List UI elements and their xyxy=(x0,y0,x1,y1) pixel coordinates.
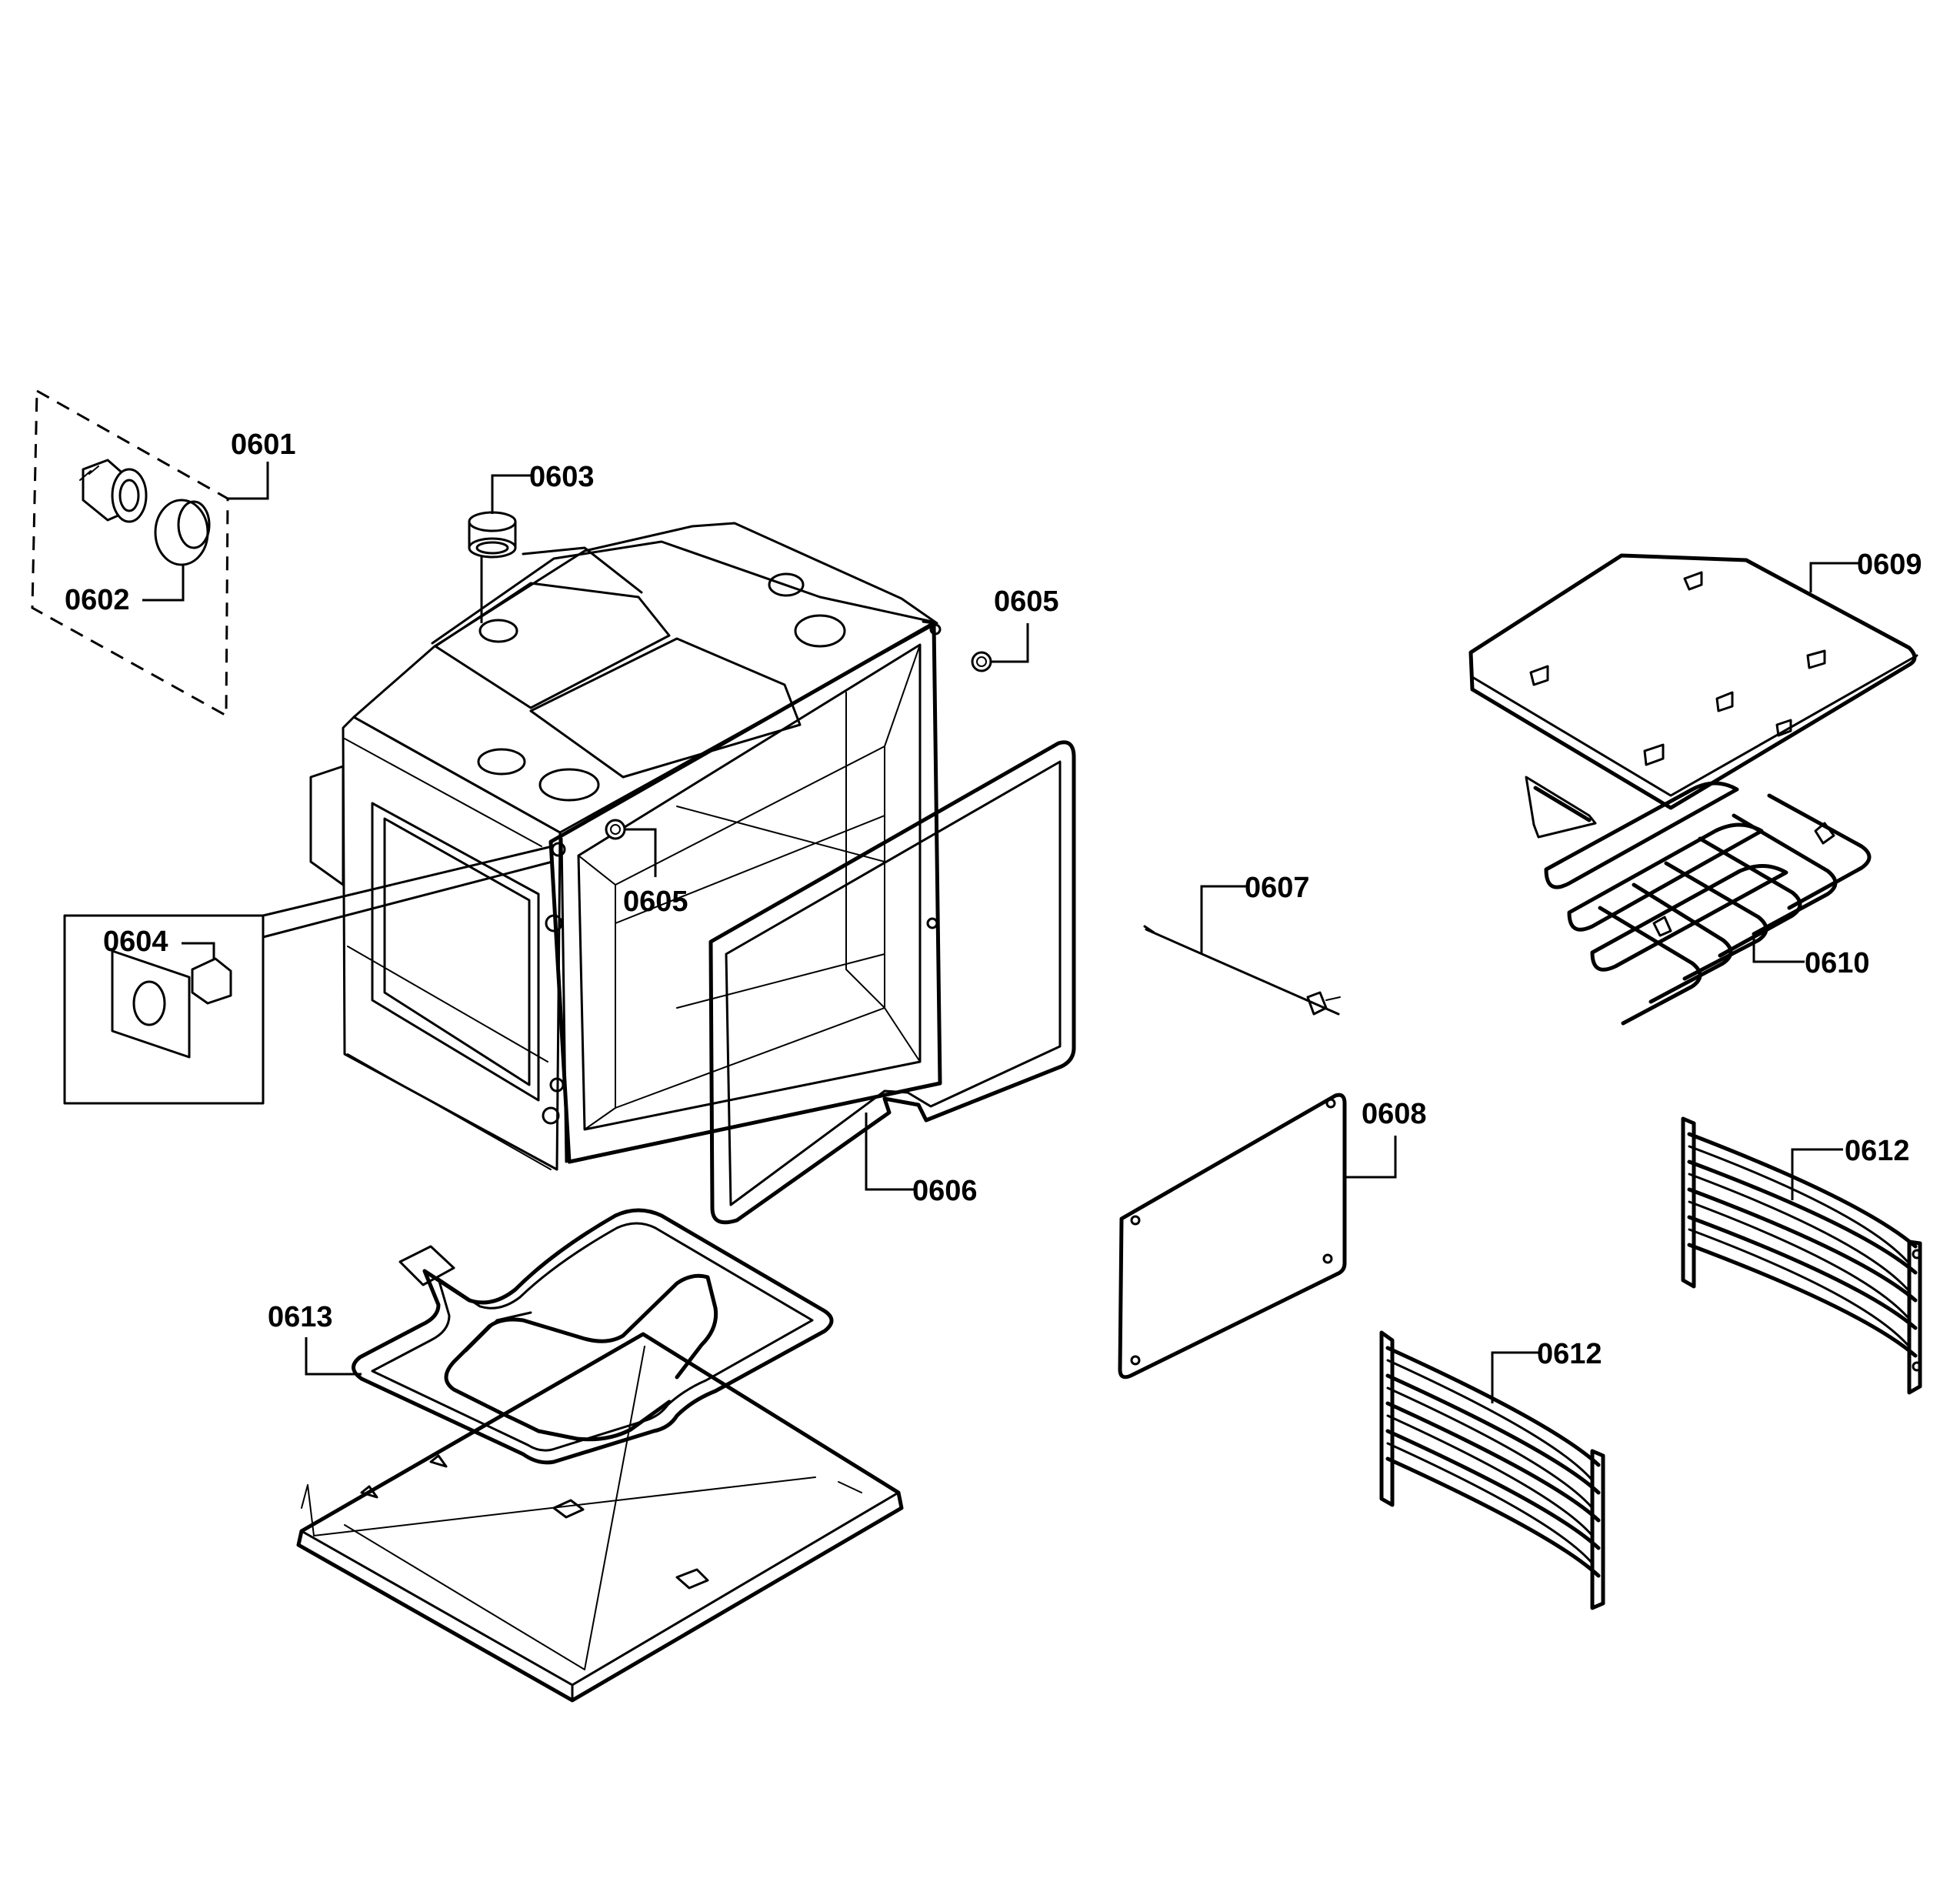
rack-support-left xyxy=(1379,1330,1605,1610)
bottom-floor-pan xyxy=(296,1332,904,1703)
callout-0605-top: 0605 xyxy=(994,586,1059,618)
bottom-heating-element xyxy=(352,1208,834,1465)
callout-0610: 0610 xyxy=(1805,947,1870,979)
oven-cavity xyxy=(309,522,942,1171)
lamp-housing-inset xyxy=(63,845,553,1105)
callout-0613: 0613 xyxy=(268,1301,333,1333)
door-gasket xyxy=(708,740,1076,1225)
callout-0612-left: 0612 xyxy=(1537,1338,1602,1370)
rack-support-right xyxy=(1681,1116,1922,1395)
rear-cover-panel xyxy=(1118,1093,1347,1380)
callout-0605-bottom: 0605 xyxy=(623,886,688,918)
callout-0612-right: 0612 xyxy=(1845,1135,1910,1167)
top-heat-shield xyxy=(1468,553,1918,810)
callout-0602: 0602 xyxy=(65,584,130,616)
temperature-sensor xyxy=(1143,925,1341,1016)
door-bumper-right xyxy=(971,651,992,672)
top-heating-element xyxy=(1525,776,1872,1026)
lamp-socket xyxy=(79,459,148,523)
callout-0606: 0606 xyxy=(912,1175,978,1207)
lamp-cover xyxy=(154,499,211,566)
callout-0607: 0607 xyxy=(1245,872,1310,904)
vent-pipe xyxy=(468,511,517,559)
callout-0604: 0604 xyxy=(103,926,168,958)
callout-0609: 0609 xyxy=(1857,549,1922,581)
callout-0608: 0608 xyxy=(1362,1098,1427,1130)
callout-0601: 0601 xyxy=(231,429,296,461)
callout-0603: 0603 xyxy=(529,461,595,493)
lamp-assembly-group xyxy=(31,389,269,718)
door-bumper-left xyxy=(605,819,626,840)
